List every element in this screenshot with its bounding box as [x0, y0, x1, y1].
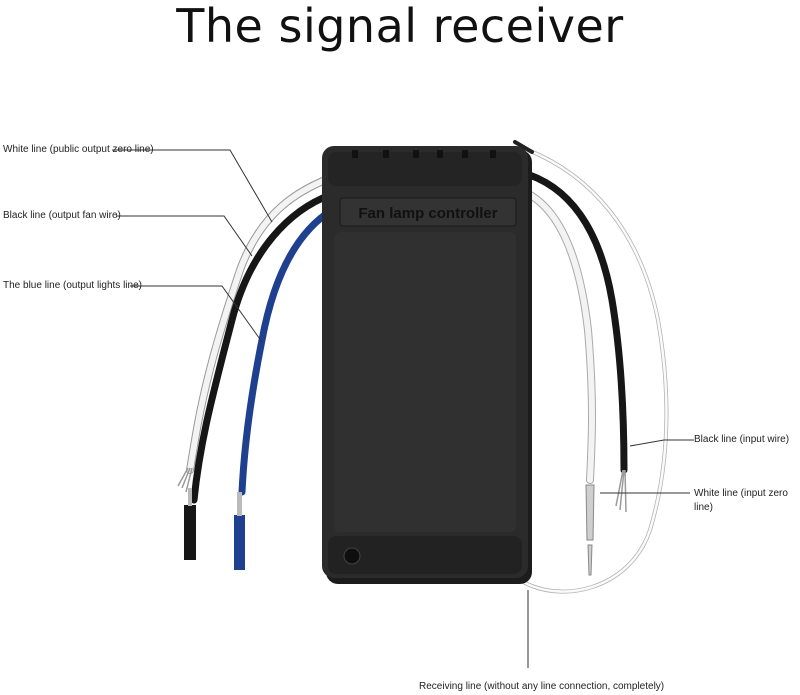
label-receiving: Receiving line (without any line connect… — [419, 681, 665, 692]
blue-output-wire — [238, 206, 336, 496]
label-white-output: White line (public output zero line) — [3, 144, 154, 155]
vent-notches — [352, 150, 496, 158]
left-wires — [177, 174, 336, 570]
white-output-wire — [186, 174, 334, 474]
label-blue-output: The blue line (output lights line) — [3, 280, 142, 291]
label-black-output: Black line (output fan wire) — [3, 210, 121, 221]
body-bottom — [328, 536, 522, 574]
label-black-input: Black line (input wire) — [694, 434, 790, 445]
leader-black-output — [116, 215, 253, 257]
white-input-terminal — [585, 484, 595, 576]
leader-white-output — [112, 149, 273, 223]
label-panel — [339, 197, 517, 227]
body-top-ridge — [328, 152, 522, 186]
page-title: The signal receiver — [176, 0, 624, 53]
blue-output-wire-end — [234, 515, 245, 570]
blue-output-wire-conductor — [237, 492, 242, 516]
body-face — [334, 232, 516, 532]
brand-label: Fan lamp controller — [358, 205, 497, 222]
receiving-wire-core — [518, 148, 668, 593]
receiver-body: Fan lamp controller — [322, 146, 532, 584]
label-white-input: White line (input zero line) — [694, 488, 788, 513]
leader-black-input — [629, 439, 694, 447]
leader-lines — [112, 149, 694, 668]
black-input-wire — [516, 168, 628, 474]
white-input-wire-core — [517, 187, 595, 483]
receiving-wire-tip — [513, 140, 534, 154]
black-output-wire — [190, 191, 334, 504]
black-input-strands — [615, 469, 627, 513]
right-wires — [513, 140, 669, 594]
white-output-wire-core — [187, 175, 333, 473]
black-output-wire-end — [184, 505, 196, 560]
white-output-strands — [177, 467, 193, 493]
black-output-wire-conductor — [188, 488, 192, 506]
receiver-window — [343, 547, 361, 565]
leader-blue-output — [130, 285, 263, 343]
